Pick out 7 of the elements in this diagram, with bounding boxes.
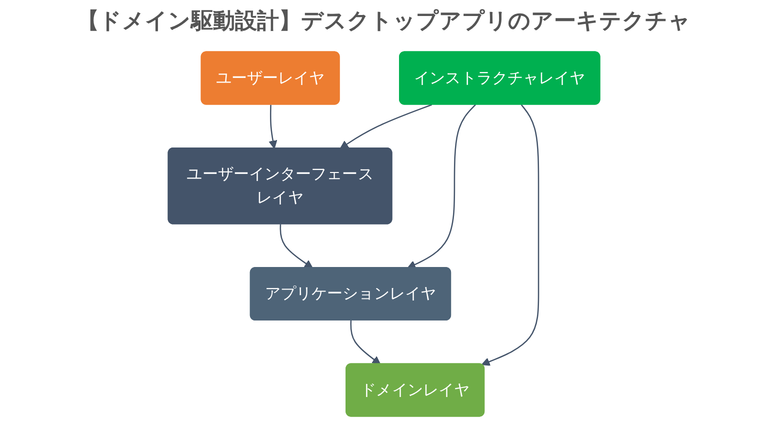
diagram-title: 【ドメイン駆動設計】デスクトップアプリのアーキテクチャ [76,8,692,36]
arrow [280,224,313,268]
arrow [268,104,278,149]
arrow [350,320,381,365]
arrow [407,104,476,269]
arrow [481,104,540,366]
arrow [340,104,432,149]
